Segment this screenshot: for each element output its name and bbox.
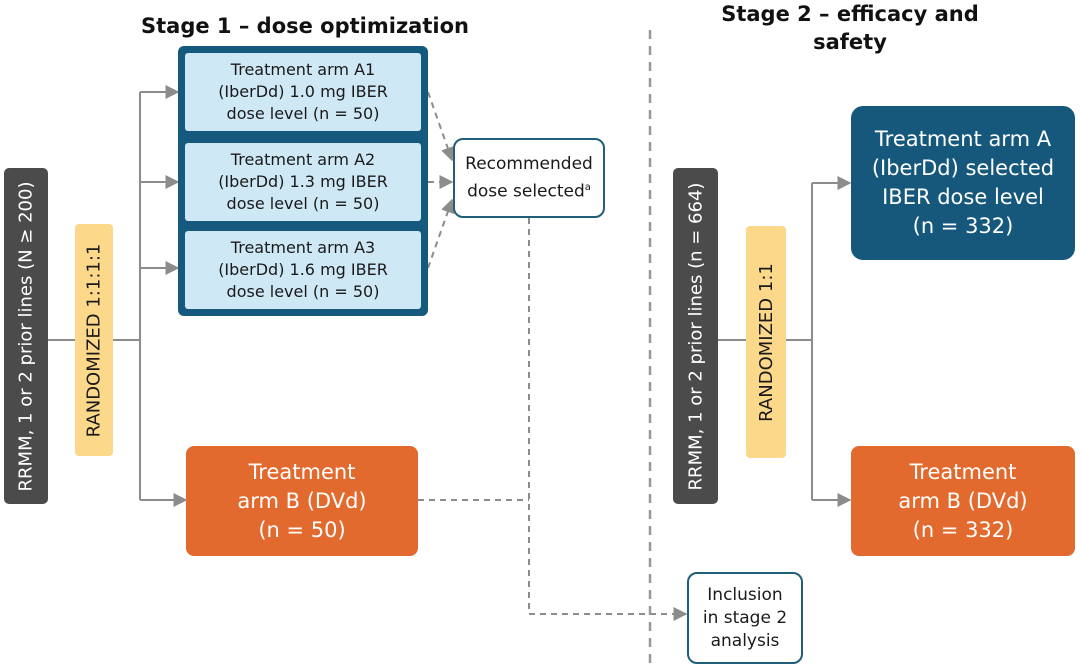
- stage1-arm-b-line3: (n = 50): [258, 517, 346, 542]
- stage2-title: Stage 2 – efficacy and safety: [700, 0, 1000, 56]
- stage2-title-line1: Stage 2 – efficacy and: [721, 2, 979, 26]
- stage2-population-bar: RRMM, 1 or 2 prior lines (n = 664): [673, 168, 718, 504]
- arm-a3-box: Treatment arm A3 (IberDd) 1.6 mg IBER do…: [185, 231, 421, 309]
- stage2-arm-b-line3: (n = 332): [912, 517, 1014, 542]
- arm-a1-line1: Treatment arm A1: [230, 60, 376, 79]
- arm-a2-line2: (IberDd) 1.3 mg IBER: [218, 172, 388, 191]
- arm-a1-line2: (IberDd) 1.0 mg IBER: [218, 82, 388, 101]
- recommended-line1: Recommended: [465, 153, 593, 174]
- arm-a3-line1: Treatment arm A3: [230, 238, 376, 257]
- stage2-arm-b-line1: Treatment: [909, 459, 1017, 484]
- arm-a2-box: Treatment arm A2 (IberDd) 1.3 mg IBER do…: [185, 143, 421, 221]
- stage1-arm-b-line1: Treatment: [248, 459, 356, 484]
- stage1-population-bar: RRMM, 1 or 2 prior lines (N ≥ 200): [4, 168, 48, 504]
- stage2-arm-b-box: Treatment arm B (DVd) (n = 332): [851, 446, 1075, 556]
- stage1-arm-b-line2: arm B (DVd): [237, 488, 367, 513]
- stage2-arm-a-box: Treatment arm A (IberDd) selected IBER d…: [851, 106, 1075, 260]
- recommended-footnote: a: [584, 181, 591, 193]
- stage1-arm-b-box: Treatment arm B (DVd) (n = 50): [186, 446, 418, 556]
- inclusion-box: Inclusion in stage 2 analysis: [687, 572, 803, 664]
- stage2-arm-a-line1: Treatment arm A: [874, 127, 1052, 151]
- inclusion-line1: Inclusion: [707, 584, 783, 605]
- arm-a1-line3: dose level (n = 50): [226, 104, 380, 123]
- arm-a3-line3: dose level (n = 50): [226, 282, 380, 301]
- stage2-arm-b-line2: arm B (DVd): [898, 488, 1028, 513]
- stage2-arm-a-line4: (n = 332): [912, 214, 1014, 238]
- arm-a3-line2: (IberDd) 1.6 mg IBER: [218, 260, 388, 279]
- arm-a1-box: Treatment arm A1 (IberDd) 1.0 mg IBER do…: [185, 53, 421, 131]
- inclusion-line3: analysis: [710, 630, 780, 651]
- inclusion-line2: in stage 2: [702, 607, 788, 628]
- stage2-randomization-label: RANDOMIZED 1:1: [755, 262, 777, 422]
- stage2-arm-a-line2: (IberDd) selected: [871, 156, 1055, 180]
- recommended-dose-box: Recommended dose selecteda: [453, 138, 605, 218]
- stage2-randomization-bar: RANDOMIZED 1:1: [746, 226, 786, 458]
- stage1-population-label: RRMM, 1 or 2 prior lines (N ≥ 200): [15, 181, 37, 491]
- stage2-population-label: RRMM, 1 or 2 prior lines (n = 664): [685, 182, 707, 490]
- stage1-randomization-bar: RANDOMIZED 1:1:1:1: [75, 224, 113, 456]
- stage1-randomization-label: RANDOMIZED 1:1:1:1: [83, 243, 105, 437]
- stage2-arm-a-line3: IBER dose level: [882, 185, 1044, 209]
- recommended-line2-text: dose selected: [467, 181, 585, 202]
- arm-a2-line3: dose level (n = 50): [226, 194, 380, 213]
- stage1-title: Stage 1 – dose optimization: [141, 14, 469, 38]
- recommended-line2: dose selecteda: [467, 176, 591, 204]
- arm-a2-line1: Treatment arm A2: [230, 150, 376, 169]
- stage2-title-line2: safety: [813, 30, 887, 54]
